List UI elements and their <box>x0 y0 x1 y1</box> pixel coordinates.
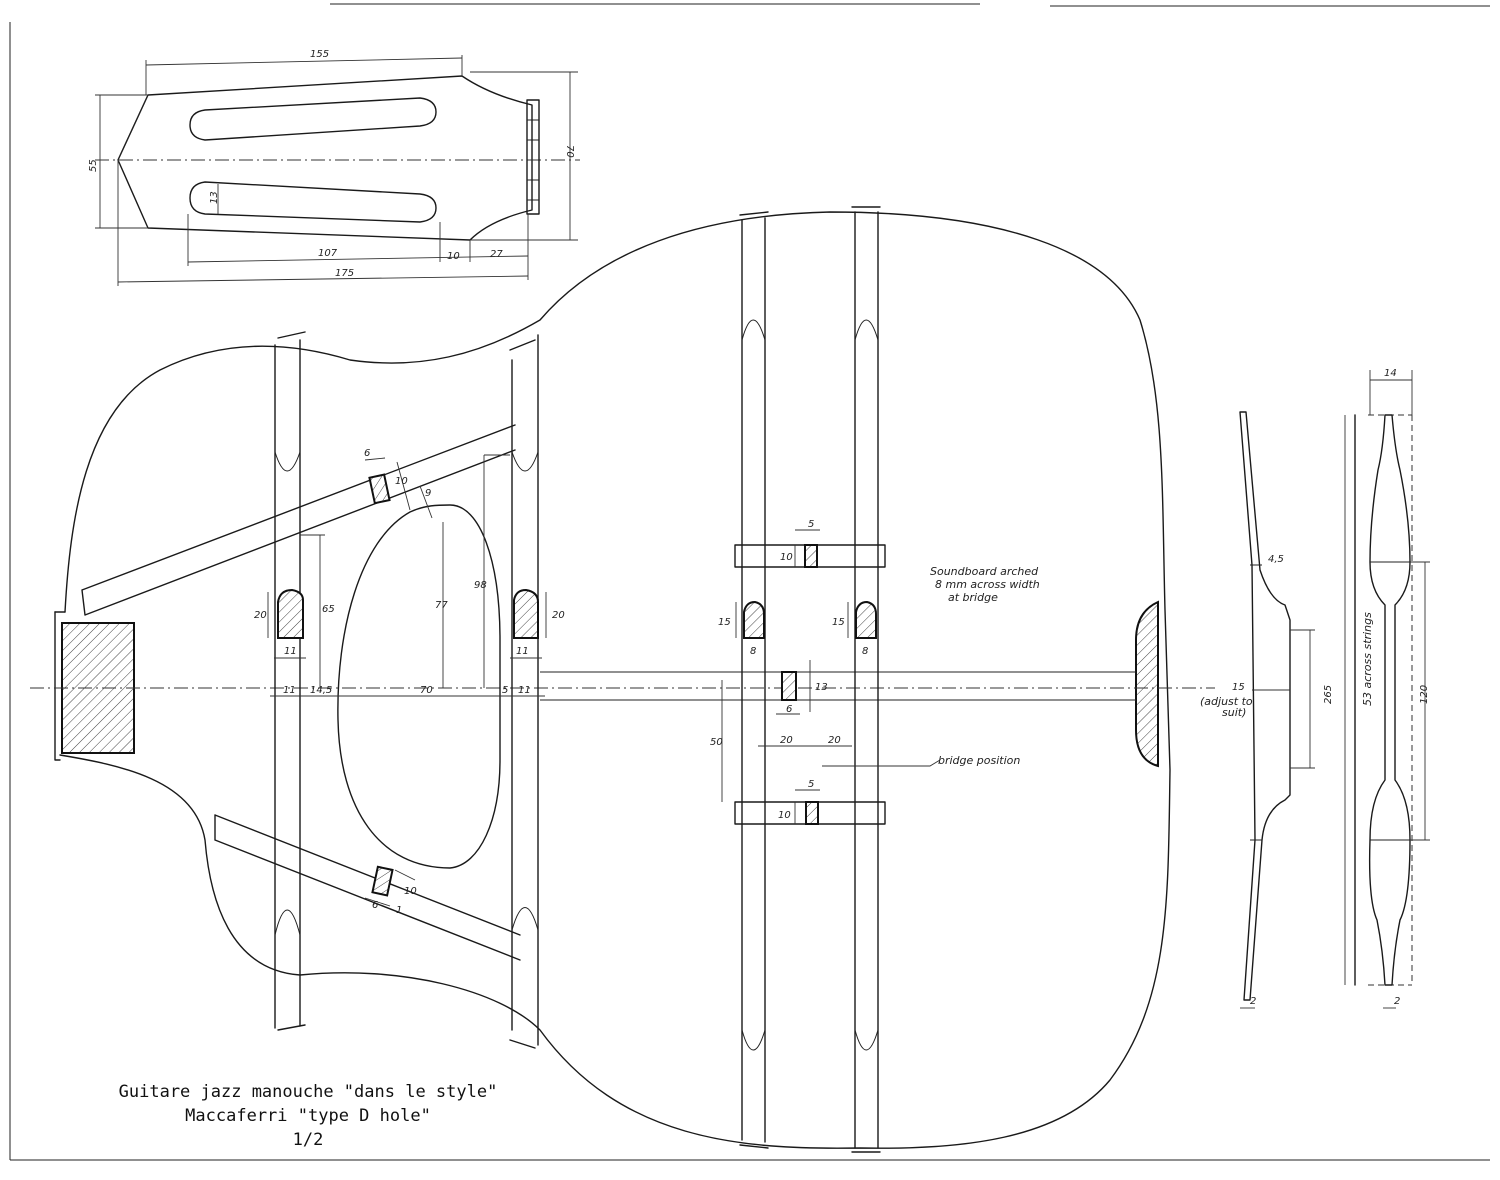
dim-bar-11-right: 11 <box>516 646 529 657</box>
dim-brace-9: 9 <box>425 488 431 499</box>
guitar-body <box>30 211 1215 1149</box>
title-block: Guitare jazz manouche "dans le style" Ma… <box>119 1082 498 1150</box>
dim-base-11-r: 11 <box>518 685 531 696</box>
sheet-border <box>9 3 1490 1161</box>
notes: Soundboard arched 8 mm across width at b… <box>930 565 1040 767</box>
dim-upper-5: 5 <box>808 519 814 530</box>
dim-brace-1-bot: 1 <box>396 905 402 916</box>
dim-20-right: 20 <box>828 735 841 746</box>
bar-sections <box>277 473 877 897</box>
dim-bar-15-right: 15 <box>832 617 845 628</box>
dim-98: 98 <box>474 580 487 591</box>
dim-107: 107 <box>318 248 338 259</box>
dim-bridge-15: 15 <box>1232 682 1245 693</box>
dim-base-70: 70 <box>420 685 433 696</box>
dim-bar-20-right: 20 <box>552 610 565 621</box>
dim-upper-10: 10 <box>780 552 793 563</box>
note-adjust-1: (adjust to <box>1200 695 1253 708</box>
bridge-profile: 4,5 15 (adjust to suit) 53 across string… <box>1200 411 1374 1009</box>
dim-175: 175 <box>335 268 354 279</box>
dim-bar-15-left: 15 <box>718 617 731 628</box>
note-adjust-2: suit) <box>1222 706 1246 719</box>
dim-lower-5: 5 <box>808 779 814 790</box>
dim-base-14-5: 14,5 <box>310 685 332 696</box>
title-line-1: Guitare jazz manouche "dans le style" <box>119 1082 498 1102</box>
dim-plan-120: 120 <box>1419 685 1430 704</box>
dim-brace-10-bot: 10 <box>404 886 417 897</box>
dim-brace-6-bot: 6 <box>372 900 378 911</box>
bridge-plan: 14 265 120 2 <box>1323 368 1430 1009</box>
dim-bar-20-left: 20 <box>254 610 267 621</box>
dim-base-5: 5 <box>502 685 508 696</box>
dim-bar-8-left: 8 <box>750 646 756 657</box>
sound-hole <box>337 504 501 869</box>
dim-brace-6-top: 6 <box>364 448 370 459</box>
dim-lower-10: 10 <box>778 810 791 821</box>
dim-65: 65 <box>322 604 335 615</box>
note-soundboard-2: 8 mm across width <box>935 578 1040 591</box>
dim-bar-8-right: 8 <box>862 646 868 657</box>
tail-block <box>1135 600 1159 768</box>
dim-center-6: 6 <box>786 704 792 715</box>
dim-bridge-2: 2 <box>1250 996 1256 1007</box>
dim-plan-14: 14 <box>1384 368 1397 379</box>
dim-27: 27 <box>490 249 503 260</box>
dim-155: 155 <box>310 49 329 60</box>
note-soundboard-3: at bridge <box>948 591 998 604</box>
note-soundboard-1: Soundboard arched <box>930 565 1039 578</box>
bars <box>81 206 886 1153</box>
dim-plan-265: 265 <box>1323 685 1334 704</box>
dim-plan-2: 2 <box>1394 996 1400 1007</box>
dim-77: 77 <box>435 600 448 611</box>
body-dimensions: 6 10 9 20 11 65 77 98 20 11 11 14,5 70 5… <box>254 448 941 916</box>
dim-13: 13 <box>209 191 220 204</box>
slot-upper <box>189 97 437 141</box>
dim-brace-10-top: 10 <box>395 476 408 487</box>
note-bridge-position: bridge position <box>938 754 1020 767</box>
headstock-drawing: 155 55 70 13 107 10 27 175 <box>88 49 580 286</box>
dim-50: 50 <box>710 737 723 748</box>
dim-base-11: 11 <box>283 685 296 696</box>
dim-bridge-4-5: 4,5 <box>1268 554 1284 565</box>
dim-bar-11-left: 11 <box>284 646 297 657</box>
note-across-strings: 53 across strings <box>1361 612 1374 706</box>
dim-70: 70 <box>564 145 575 158</box>
dim-10: 10 <box>447 251 460 262</box>
dim-55: 55 <box>88 159 99 172</box>
dim-center-13: 13 <box>815 682 828 693</box>
title-line-3: 1/2 <box>293 1130 324 1150</box>
title-line-2: Maccaferri "type D hole" <box>185 1106 431 1126</box>
slot-lower <box>189 181 437 223</box>
dim-20-left: 20 <box>780 735 793 746</box>
